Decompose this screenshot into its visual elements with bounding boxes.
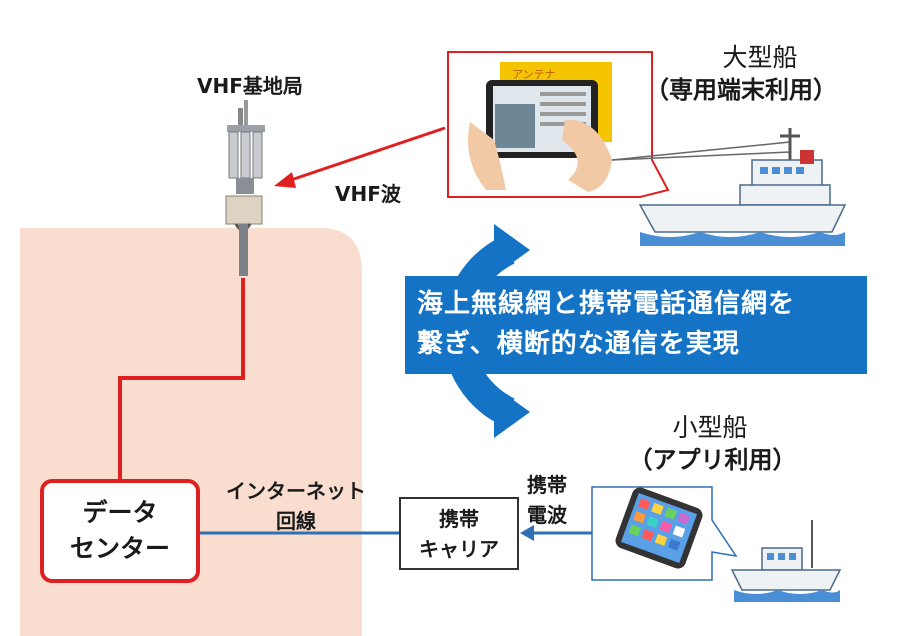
small-ship-icon: [730, 520, 842, 602]
large-ship-usage: （専用端末利用）: [645, 76, 837, 104]
small-ship-title: 小型船: [672, 413, 748, 442]
carrier-line1: 携帯: [439, 506, 479, 531]
mobile-wave-line1: 携帯: [527, 473, 567, 497]
mobile-wave-line2: 電波: [527, 503, 567, 527]
banner-line2: 繋ぎ、横断的な通信を実現: [417, 329, 740, 359]
mobile-wave-label: 携帯 電波: [512, 470, 582, 530]
vhf-arrowhead: [274, 172, 296, 188]
datacenter-node: データ センター: [40, 479, 200, 583]
integration-banner: 海上無線網と携帯電話通信網を 繋ぎ、横断的な通信を実現: [405, 276, 867, 374]
vhf-station-label: VHF基地局: [197, 74, 303, 98]
vhf-tower-icon: [225, 100, 265, 276]
arc-arrowhead-bottom: [494, 386, 530, 438]
mobile-carrier-node: 携帯 キャリア: [399, 497, 519, 570]
small-ship-usage: （アプリ利用）: [628, 446, 797, 474]
large-ship-callout: アンテナ: [447, 51, 670, 198]
banner-line1: 海上無線網と携帯電話通信網を: [417, 289, 796, 319]
internet-line-line2: 回線: [276, 509, 316, 533]
large-ship-icon: [611, 128, 847, 246]
mobile-arrowhead: [520, 525, 534, 541]
carrier-line2: キャリア: [419, 536, 499, 561]
internet-line-line1: インターネット: [226, 479, 366, 503]
datacenter-line1: データ: [82, 498, 158, 527]
vhf-wave-arrow: [284, 126, 446, 184]
small-ship-callout: [591, 486, 738, 581]
svg-text:アンテナ: アンテナ: [512, 68, 556, 81]
arc-arrowhead-top: [494, 224, 530, 276]
datacenter-line2: センター: [69, 534, 170, 563]
station-datacenter-line: [118, 278, 245, 481]
internet-line-label: インターネット 回線: [196, 476, 396, 536]
large-ship-title: 大型船: [722, 43, 798, 72]
vhf-wave-label: VHF波: [335, 182, 401, 206]
